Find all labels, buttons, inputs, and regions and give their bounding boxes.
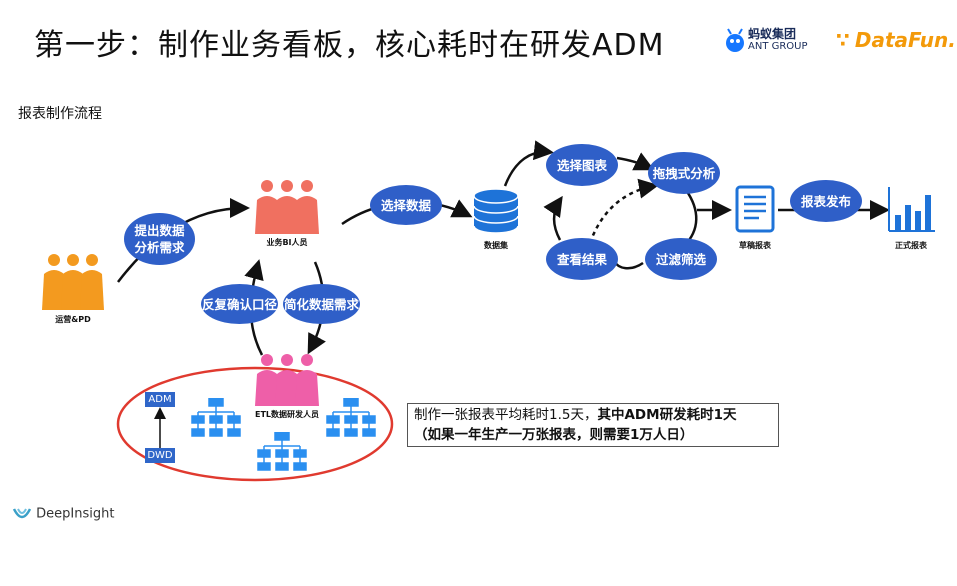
hierarchy-icon-right	[326, 398, 376, 437]
dataset-label: 数据集	[484, 241, 508, 250]
cycle-line-bottom	[613, 261, 644, 270]
datafun-logo: ∵ DataFun.	[836, 28, 956, 52]
ops-pd-people-icon	[42, 254, 104, 310]
cycle-line-top	[616, 152, 655, 171]
ant-group-logo: 蚂蚁集团 ANT GROUP	[724, 28, 824, 56]
hierarchy-icon-bottom	[257, 432, 307, 471]
final-report-chart-icon	[888, 187, 935, 232]
arrow-dataset-to-chart	[503, 140, 554, 187]
draft-report-label: 草稿报表	[739, 241, 771, 250]
dwd-layer-tag: DWD	[145, 448, 175, 463]
step-publish-report: 报表发布	[790, 180, 862, 222]
step-filter: 过滤筛选	[645, 238, 717, 280]
etl-highlight-ellipse	[116, 366, 394, 482]
step-drag-analysis: 拖拽式分析	[648, 152, 720, 194]
summary-line-1: 制作一张报表平均耗时1.5天，其中ADM研发耗时1天	[414, 405, 772, 425]
step-select-chart: 选择图表	[546, 144, 618, 186]
final-report-label: 正式报表	[895, 241, 927, 250]
step-confirm-caliber: 反复确认口径	[201, 284, 278, 324]
ops-pd-label: 运营&PD	[55, 315, 91, 324]
datafun-dots-icon: ∵	[836, 28, 850, 52]
dashed-view-to-drag	[588, 178, 659, 244]
hierarchy-icon-left	[191, 398, 241, 437]
datafun-logo-text: DataFun.	[854, 28, 956, 52]
summary-note: 制作一张报表平均耗时1.5天，其中ADM研发耗时1天 （如果一年生产一万张报表，…	[407, 403, 779, 447]
draft-report-doc-icon	[735, 185, 775, 233]
deepinsight-logo: DeepInsight	[12, 505, 114, 527]
deepinsight-icon	[12, 508, 32, 519]
summary-line-2: （如果一年生产一万张报表，则需要1万人日）	[414, 427, 694, 443]
adm-layer-tag: ADM	[145, 392, 175, 407]
dataset-icon	[473, 188, 519, 234]
step-raise-needs: 提出数据 分析需求	[124, 213, 195, 265]
etl-dev-people-icon	[255, 354, 319, 406]
deepinsight-text: DeepInsight	[36, 506, 115, 522]
business-bi-label: 业务BI人员	[266, 238, 308, 247]
step-simplify-needs: 简化数据需求	[283, 284, 360, 324]
summary-line-1-normal: 制作一张报表平均耗时1.5天，	[414, 407, 598, 423]
step-select-data: 选择数据	[370, 185, 442, 225]
ant-icon	[726, 28, 744, 52]
summary-line-1-bold: 其中ADM研发耗时1天	[597, 407, 737, 423]
etl-dev-label: ETL数据研发人员	[254, 410, 320, 419]
ant-group-cn: 蚂蚁集团	[748, 27, 797, 41]
cycle-line-left	[543, 195, 563, 241]
section-label: 报表制作流程	[18, 106, 102, 122]
slide-title: 第一步：制作业务看板，核心耗时在研发ADM	[34, 28, 665, 63]
business-bi-people-icon	[255, 180, 319, 234]
step-view-results: 查看结果	[546, 238, 618, 280]
ant-group-en: ANT GROUP	[748, 41, 808, 52]
